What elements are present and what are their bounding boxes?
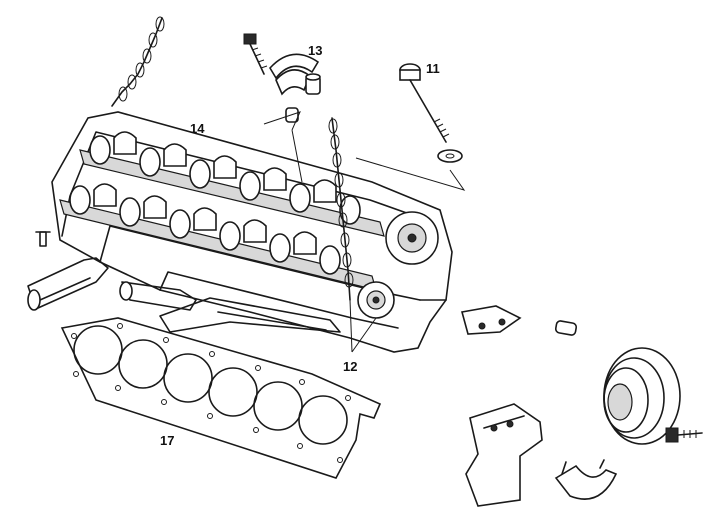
lower-cam-lobes	[69, 185, 341, 275]
gasket-bolt-holes	[71, 323, 351, 463]
bearing-shell	[554, 459, 618, 500]
exhaust-pipe-rear	[159, 297, 341, 333]
small-bolt-left	[35, 231, 51, 247]
water-pipe-fitting	[27, 289, 41, 311]
timing-chain-middle	[328, 117, 354, 301]
upper-cam-sprocket	[385, 211, 439, 265]
lower-bearing-caps	[93, 183, 317, 255]
head-bolt-11	[399, 63, 450, 143]
callout-17: 17	[160, 433, 175, 448]
washer-11	[437, 149, 463, 163]
lower-cam-sprocket	[357, 281, 395, 319]
water-pipe	[27, 257, 109, 309]
pulley	[603, 347, 681, 445]
upper-cam-lobes	[89, 135, 361, 225]
dowel-pin	[554, 320, 578, 336]
bearing-cap-13	[269, 53, 320, 96]
exhaust-pipe-front	[119, 281, 197, 311]
callout-11: 11	[426, 61, 440, 76]
bushing-13	[305, 73, 321, 95]
gasket-bores	[73, 325, 348, 445]
callout-12: 12	[343, 359, 358, 374]
upper-bearing-caps	[113, 131, 337, 203]
head-gasket-17	[60, 317, 382, 479]
bearing-housing	[465, 403, 543, 507]
timing-chain-upper	[111, 16, 165, 107]
bolt-13	[243, 33, 268, 75]
callout-14: 14	[190, 121, 205, 136]
pulley-bolt	[665, 427, 703, 443]
callout-13: 13	[308, 43, 323, 58]
leader-lines	[263, 111, 466, 353]
mount-bracket	[460, 305, 522, 335]
